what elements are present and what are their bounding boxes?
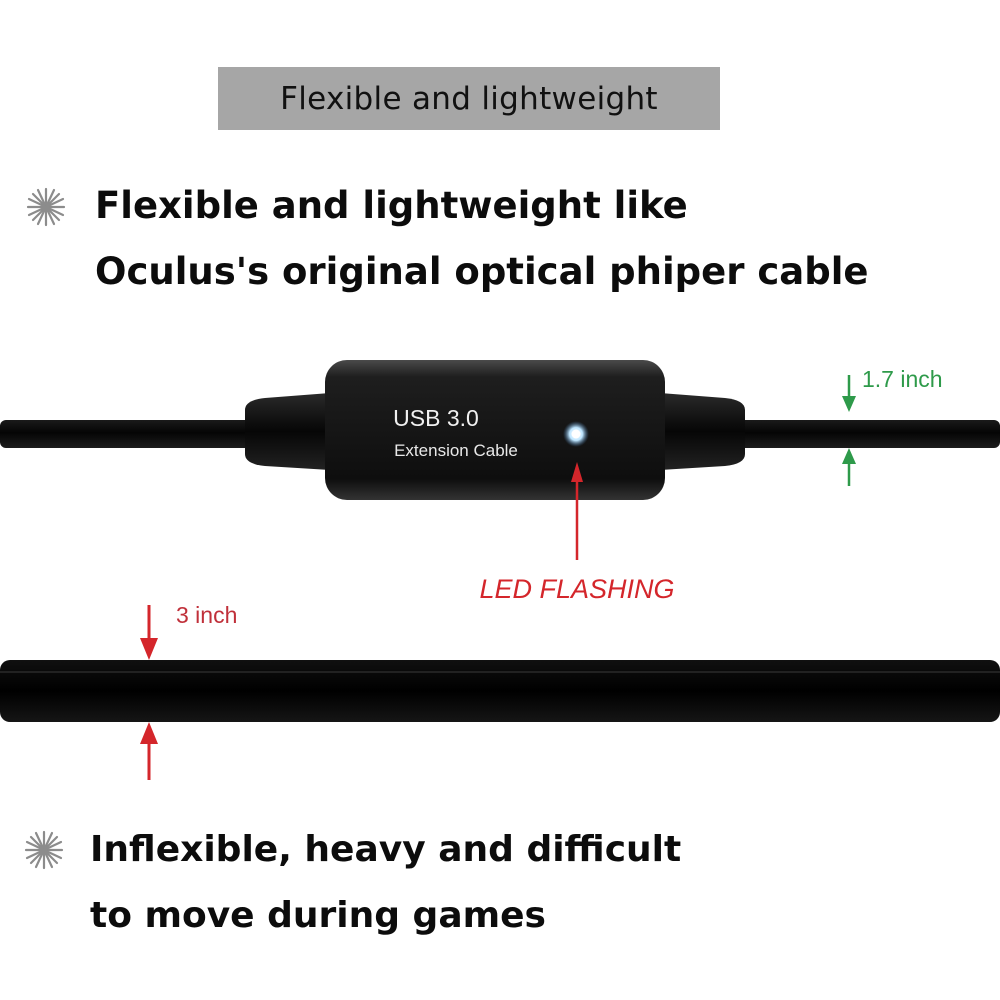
thick-cable-dimension: 3 inch — [176, 602, 237, 628]
star-burst-icon — [26, 187, 66, 227]
extension-module — [325, 360, 665, 500]
feature-light-text: Flexible and lightweight like Oculus's o… — [95, 173, 869, 305]
thin-cable-dimension: 1.7 inch — [862, 366, 943, 392]
star-burst-icon — [24, 830, 64, 870]
feature-heavy-line-1: Inflexible, heavy and difficult — [90, 829, 682, 870]
feature-heavy-text: Inflexible, heavy and difficult to move … — [90, 817, 681, 949]
arrow-up-icon — [842, 448, 856, 464]
led-core — [571, 429, 581, 439]
feature-light-line-2: Oculus's original optical phiper cable — [95, 250, 869, 293]
led-label: LED FLASHING — [479, 574, 674, 604]
feature-heavy-line-2: to move during games — [90, 895, 546, 936]
module-boot-right — [660, 393, 745, 470]
arrow-up-icon — [140, 722, 158, 744]
module-subtitle: Extension Cable — [394, 441, 518, 460]
feature-light-line-1: Flexible and lightweight like — [95, 184, 688, 227]
thick-cable — [0, 660, 1000, 722]
banner: Flexible and lightweight — [218, 67, 720, 130]
banner-title: Flexible and lightweight — [280, 80, 658, 117]
arrow-down-icon — [842, 396, 856, 412]
arrow-up-icon — [571, 462, 583, 482]
arrow-down-icon — [140, 638, 158, 660]
module-title: USB 3.0 — [393, 405, 479, 431]
module-boot-left — [245, 393, 330, 470]
